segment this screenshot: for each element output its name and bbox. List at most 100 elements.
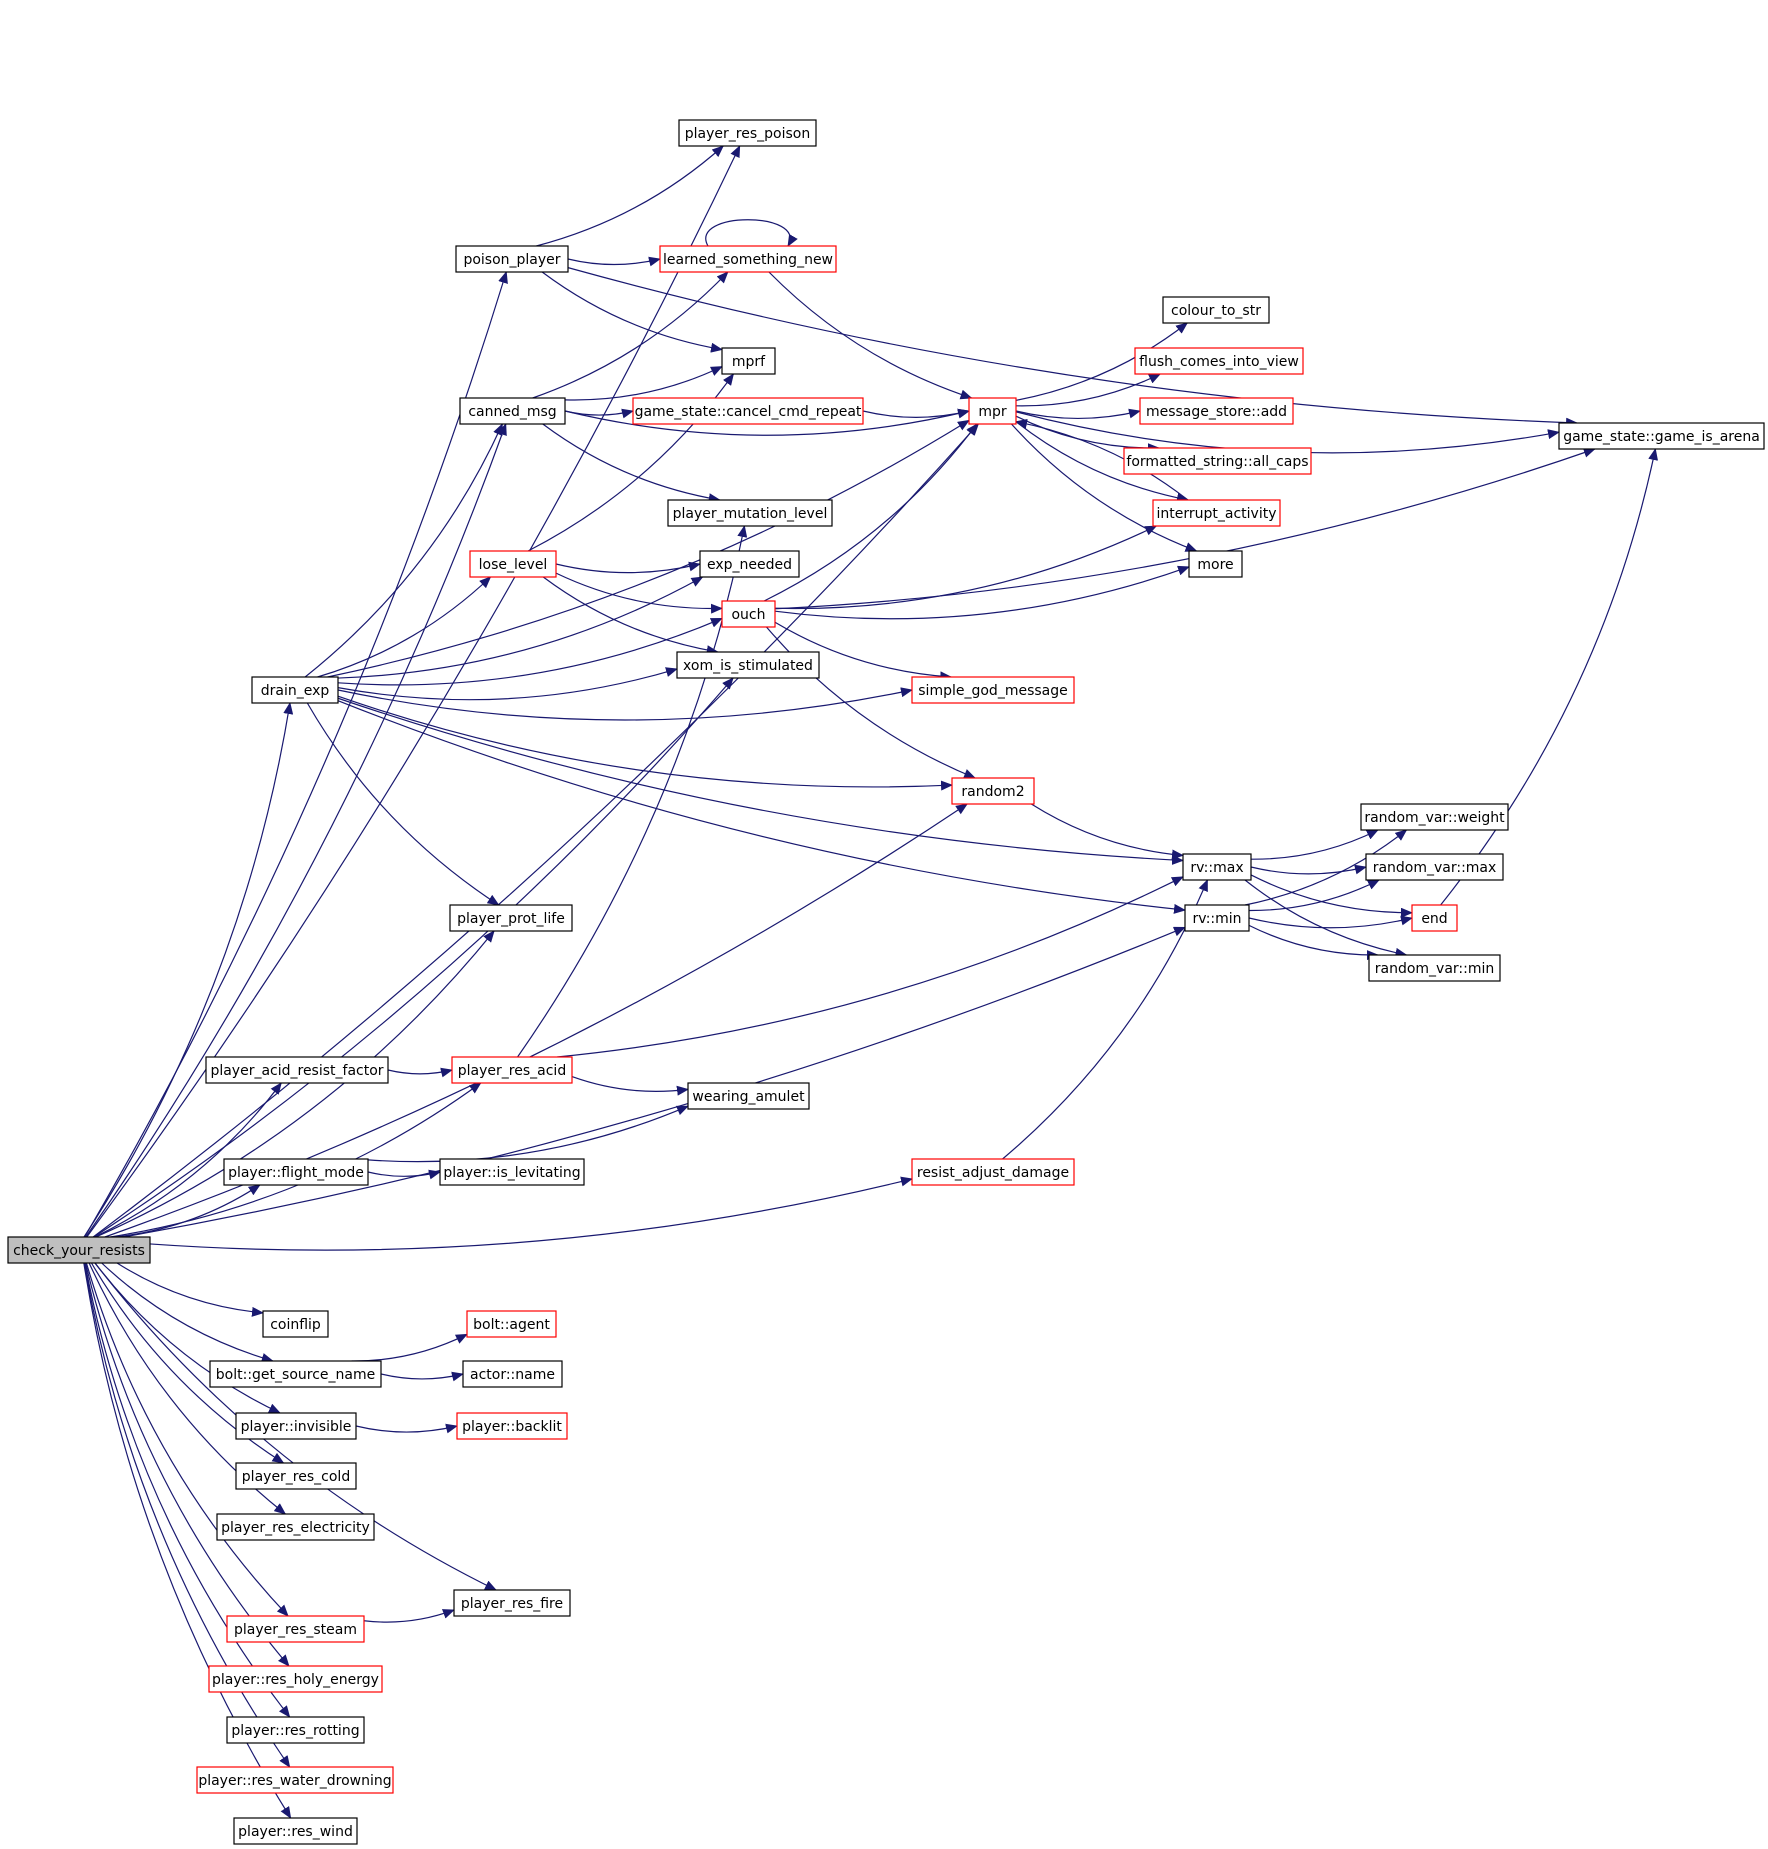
- node-box-player_res_cold[interactable]: [235, 1462, 357, 1490]
- node-box-colour_to_str[interactable]: [1162, 296, 1270, 324]
- node-box-simple_god_message[interactable]: [911, 676, 1075, 704]
- node-lose_level[interactable]: lose_level: [469, 550, 557, 578]
- node-simple_god_message[interactable]: simple_god_message: [911, 676, 1075, 704]
- node-box-player_backlit[interactable]: [456, 1412, 568, 1440]
- node-box-random_var_min[interactable]: [1368, 954, 1501, 982]
- node-box-ouch[interactable]: [721, 600, 776, 628]
- node-box-resist_adjust_damage[interactable]: [911, 1158, 1075, 1186]
- node-player_res_cold[interactable]: player_res_cold: [235, 1462, 357, 1490]
- node-is_levitating[interactable]: player::is_levitating: [439, 1158, 585, 1186]
- node-box-player_acid_resist_factor[interactable]: [205, 1056, 389, 1084]
- node-box-learned_something_new[interactable]: [659, 245, 837, 273]
- node-box-player_prot_life[interactable]: [449, 904, 573, 932]
- node-player_backlit[interactable]: player::backlit: [456, 1412, 568, 1440]
- node-box-is_levitating[interactable]: [439, 1158, 585, 1186]
- node-box-rv_weight[interactable]: [1360, 803, 1509, 831]
- node-bolt_agent[interactable]: bolt::agent: [466, 1310, 557, 1338]
- node-box-all_caps[interactable]: [1123, 447, 1312, 475]
- node-player_res_fire[interactable]: player_res_fire: [453, 1589, 571, 1617]
- node-poison_player[interactable]: poison_player: [455, 245, 569, 273]
- node-box-interrupt_activity[interactable]: [1152, 499, 1281, 527]
- node-player_res_poison[interactable]: player_res_poison: [678, 119, 817, 147]
- node-box-player_invisible[interactable]: [235, 1412, 357, 1440]
- node-rv_weight[interactable]: random_var::weight: [1360, 803, 1509, 831]
- node-box-poison_player[interactable]: [455, 245, 569, 273]
- node-end[interactable]: end: [1411, 904, 1458, 932]
- node-get_source_name[interactable]: bolt::get_source_name: [209, 1360, 382, 1388]
- node-res_water_drowning[interactable]: player::res_water_drowning: [196, 1766, 394, 1794]
- node-actor_name[interactable]: actor::name: [462, 1360, 563, 1388]
- node-box-player_res_acid[interactable]: [451, 1056, 573, 1084]
- node-box-game_is_arena[interactable]: [1558, 422, 1765, 450]
- node-learned_something_new[interactable]: learned_something_new: [659, 245, 837, 273]
- node-box-random2[interactable]: [951, 777, 1035, 805]
- node-mpr[interactable]: mpr: [968, 397, 1017, 425]
- node-check_your_resists[interactable]: check_your_resists: [7, 1236, 151, 1264]
- node-random_var_max[interactable]: random_var::max: [1365, 853, 1504, 881]
- node-box-message_store_add[interactable]: [1139, 397, 1294, 425]
- node-box-rv_max[interactable]: [1182, 853, 1252, 881]
- node-box-lose_level[interactable]: [469, 550, 557, 578]
- node-random_var_min[interactable]: random_var::min: [1368, 954, 1501, 982]
- node-player_mutation_level[interactable]: player_mutation_level: [667, 499, 833, 527]
- node-xom_is_stimulated[interactable]: xom_is_stimulated: [676, 651, 820, 679]
- node-mprf[interactable]: mprf: [721, 347, 776, 375]
- node-box-flush_comes_into_view[interactable]: [1134, 347, 1304, 375]
- node-all_caps[interactable]: formatted_string::all_caps: [1123, 447, 1312, 475]
- node-box-player_res_fire[interactable]: [453, 1589, 571, 1617]
- node-res_holy_energy[interactable]: player::res_holy_energy: [208, 1665, 383, 1693]
- node-box-wearing_amulet[interactable]: [687, 1082, 810, 1110]
- node-box-player_mutation_level[interactable]: [667, 499, 833, 527]
- node-exp_needed[interactable]: exp_needed: [699, 550, 800, 578]
- node-box-actor_name[interactable]: [462, 1360, 563, 1388]
- node-canned_msg[interactable]: canned_msg: [459, 397, 566, 425]
- node-player_res_acid[interactable]: player_res_acid: [451, 1056, 573, 1084]
- node-box-random_var_max[interactable]: [1365, 853, 1504, 881]
- node-game_is_arena[interactable]: game_state::game_is_arena: [1558, 422, 1765, 450]
- node-box-coinflip[interactable]: [262, 1310, 329, 1338]
- node-box-cancel_cmd_repeat[interactable]: [632, 397, 864, 425]
- node-box-player_res_poison[interactable]: [678, 119, 817, 147]
- node-interrupt_activity[interactable]: interrupt_activity: [1152, 499, 1281, 527]
- node-box-flight_mode[interactable]: [223, 1158, 369, 1186]
- node-rv_max[interactable]: rv::max: [1182, 853, 1252, 881]
- node-box-canned_msg[interactable]: [459, 397, 566, 425]
- node-box-player_res_electricity[interactable]: [216, 1513, 375, 1541]
- node-player_invisible[interactable]: player::invisible: [235, 1412, 357, 1440]
- node-random2[interactable]: random2: [951, 777, 1035, 805]
- node-wearing_amulet[interactable]: wearing_amulet: [687, 1082, 810, 1110]
- node-more[interactable]: more: [1188, 550, 1243, 578]
- node-ouch[interactable]: ouch: [721, 600, 776, 628]
- node-rv_min[interactable]: rv::min: [1184, 904, 1250, 932]
- node-box-res_rotting[interactable]: [226, 1716, 365, 1744]
- node-drain_exp[interactable]: drain_exp: [251, 676, 339, 704]
- node-box-drain_exp[interactable]: [251, 676, 339, 704]
- node-box-res_water_drowning[interactable]: [196, 1766, 394, 1794]
- node-res_wind[interactable]: player::res_wind: [233, 1817, 358, 1845]
- node-box-more[interactable]: [1188, 550, 1243, 578]
- node-box-mprf[interactable]: [721, 347, 776, 375]
- node-res_rotting[interactable]: player::res_rotting: [226, 1716, 365, 1744]
- node-cancel_cmd_repeat[interactable]: game_state::cancel_cmd_repeat: [632, 397, 864, 425]
- node-box-check_your_resists[interactable]: [7, 1236, 151, 1264]
- node-box-res_holy_energy[interactable]: [208, 1665, 383, 1693]
- node-colour_to_str[interactable]: colour_to_str: [1162, 296, 1270, 324]
- node-flight_mode[interactable]: player::flight_mode: [223, 1158, 369, 1186]
- node-player_res_steam[interactable]: player_res_steam: [226, 1615, 365, 1643]
- node-message_store_add[interactable]: message_store::add: [1139, 397, 1294, 425]
- node-player_res_electricity[interactable]: player_res_electricity: [216, 1513, 375, 1541]
- node-box-get_source_name[interactable]: [209, 1360, 382, 1388]
- node-box-player_res_steam[interactable]: [226, 1615, 365, 1643]
- node-box-xom_is_stimulated[interactable]: [676, 651, 820, 679]
- node-box-mpr[interactable]: [968, 397, 1017, 425]
- node-player_prot_life[interactable]: player_prot_life: [449, 904, 573, 932]
- node-box-res_wind[interactable]: [233, 1817, 358, 1845]
- node-flush_comes_into_view[interactable]: flush_comes_into_view: [1134, 347, 1304, 375]
- node-resist_adjust_damage[interactable]: resist_adjust_damage: [911, 1158, 1075, 1186]
- node-box-end[interactable]: [1411, 904, 1458, 932]
- node-player_acid_resist_factor[interactable]: player_acid_resist_factor: [205, 1056, 389, 1084]
- node-box-exp_needed[interactable]: [699, 550, 800, 578]
- node-box-bolt_agent[interactable]: [466, 1310, 557, 1338]
- node-coinflip[interactable]: coinflip: [262, 1310, 329, 1338]
- node-box-rv_min[interactable]: [1184, 904, 1250, 932]
